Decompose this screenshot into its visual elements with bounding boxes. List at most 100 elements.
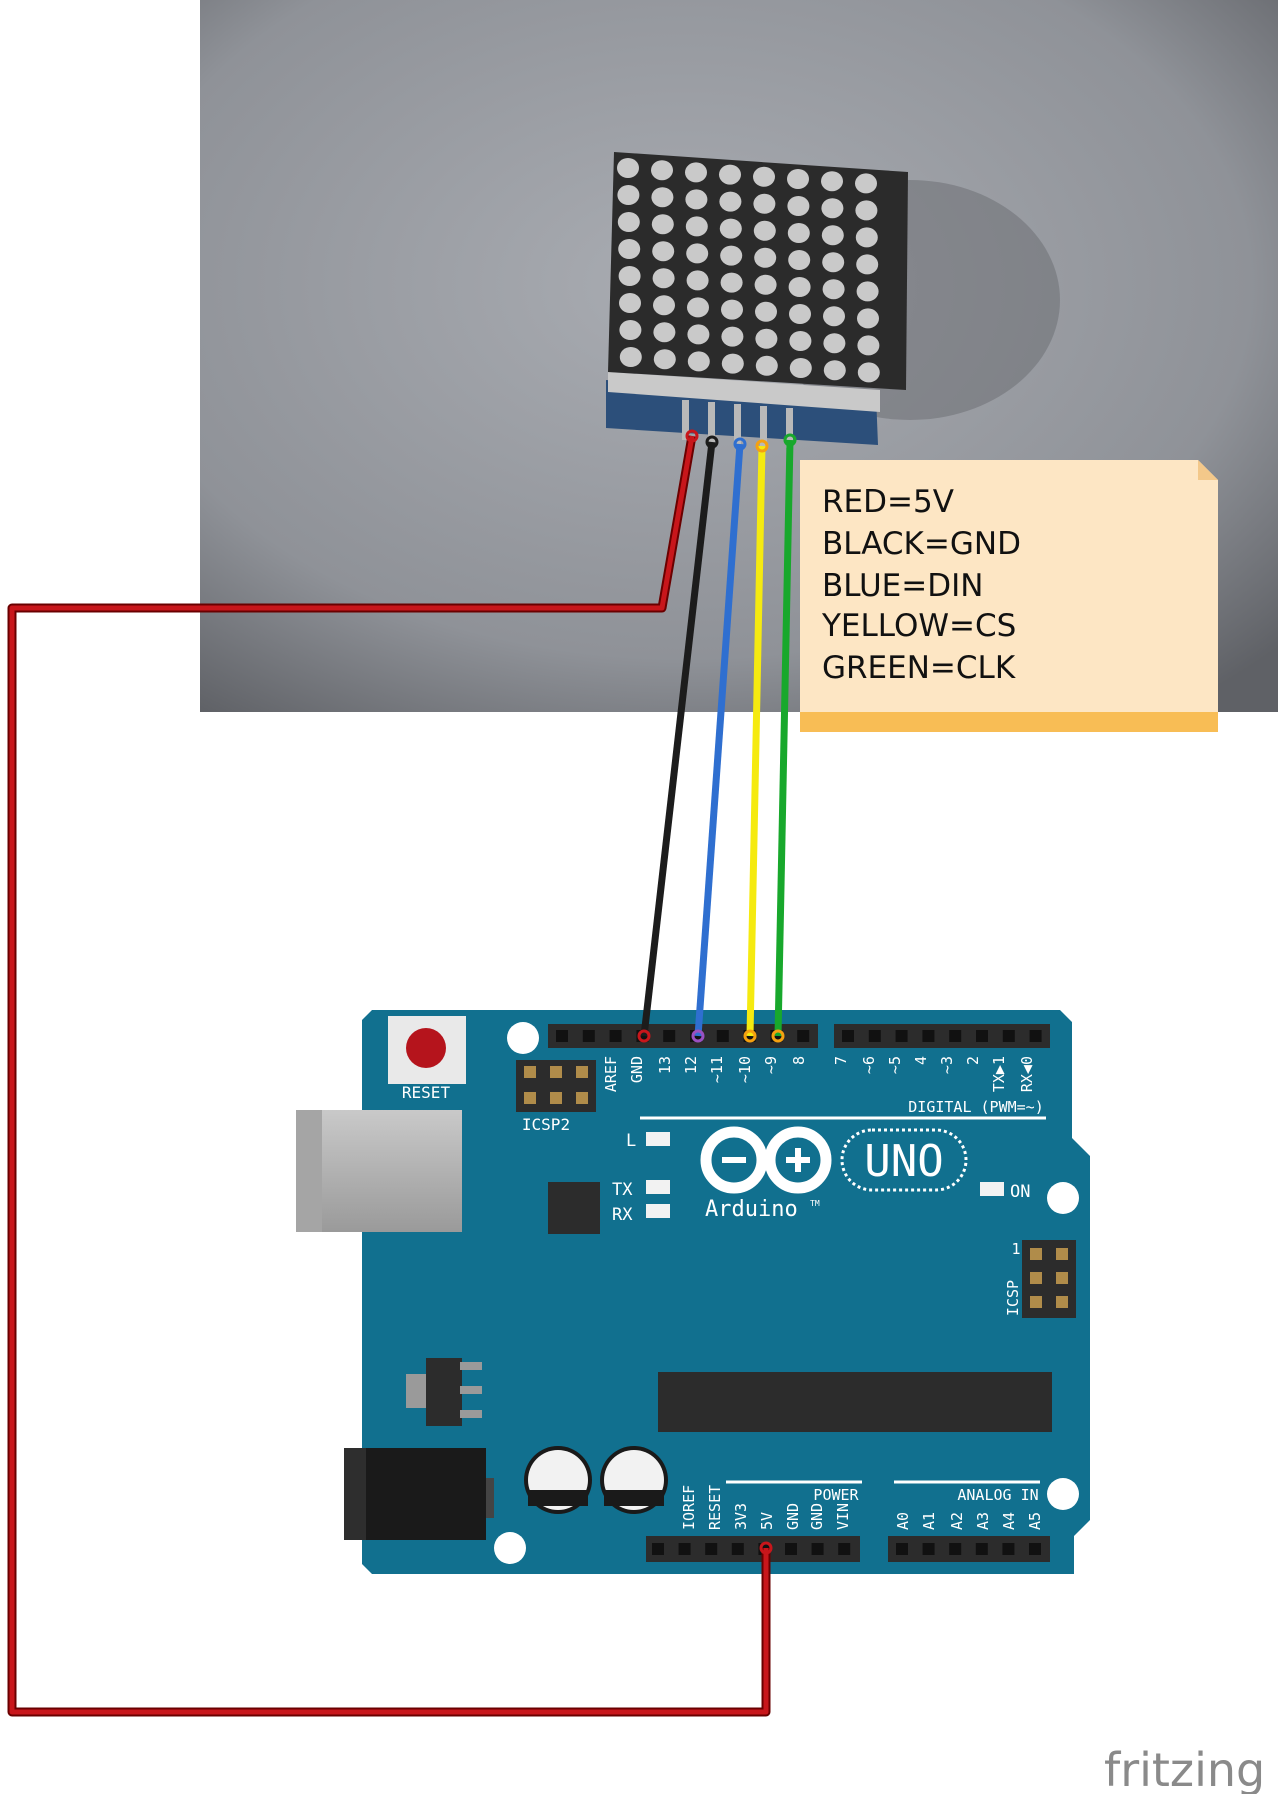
- digital-pin-label: ~10: [736, 1056, 754, 1083]
- microcontroller-chip: [658, 1372, 1052, 1432]
- led-dot: [653, 322, 676, 343]
- icsp2-pin: [550, 1092, 562, 1104]
- led-dot: [753, 193, 776, 214]
- black-wire-gnd: [640, 441, 716, 1037]
- pin-socket[interactable]: [895, 1030, 908, 1042]
- led-tx: [646, 1180, 670, 1194]
- pin-socket[interactable]: [652, 1543, 664, 1555]
- led-dot: [754, 274, 777, 295]
- wire-endpoint: [783, 433, 797, 447]
- digital-pin-label: ~6: [860, 1056, 878, 1074]
- led-dot: [788, 250, 811, 270]
- pin-socket[interactable]: [1002, 1030, 1015, 1042]
- icsp2-label: ICSP2: [522, 1115, 570, 1134]
- power-jack: [344, 1448, 486, 1540]
- led-dot: [755, 355, 778, 376]
- pin-socket[interactable]: [949, 1030, 962, 1042]
- digital-pin-label: 13: [656, 1056, 674, 1074]
- led-dot: [721, 353, 744, 374]
- led-dot: [721, 299, 743, 320]
- led-dot: [789, 304, 811, 324]
- led-dot: [619, 347, 642, 367]
- reset-button[interactable]: [388, 1016, 466, 1084]
- led-dot: [619, 320, 642, 340]
- analog-header: [888, 1536, 1050, 1562]
- trademark-mark: TM: [810, 1199, 820, 1208]
- digital-pin-label: TX▶1: [990, 1056, 1008, 1092]
- led-dot: [787, 196, 810, 216]
- pin-socket[interactable]: [1002, 1543, 1015, 1555]
- led-dot: [755, 328, 778, 349]
- led-dot: [617, 158, 639, 178]
- wire-color-legend-note: RED=5V BLACK=GND BLUE=DIN YELLOW=CS GREE…: [800, 460, 1218, 732]
- pin-socket[interactable]: [838, 1543, 851, 1555]
- led-dot: [855, 173, 877, 194]
- pin-socket[interactable]: [716, 1030, 729, 1042]
- led-tx-label: TX: [612, 1180, 633, 1200]
- icsp2-pin: [576, 1066, 588, 1078]
- pin-socket[interactable]: [556, 1030, 568, 1042]
- pin-socket[interactable]: [922, 1543, 935, 1555]
- usb-chip: [548, 1182, 600, 1234]
- pin-socket[interactable]: [976, 1030, 988, 1042]
- pin-socket[interactable]: [582, 1030, 595, 1042]
- red-wire-5v-core: [9, 435, 769, 1715]
- led-dot-grid: [617, 158, 880, 383]
- digital-pin-label: 4: [912, 1056, 930, 1065]
- led-dot: [823, 333, 846, 354]
- wire-endpoint: [759, 1541, 773, 1555]
- wire-endpoint: [685, 429, 699, 443]
- led-dot: [856, 281, 879, 302]
- wire-endpoint: [743, 1029, 757, 1043]
- pin-socket[interactable]: [705, 1543, 718, 1555]
- pin-socket[interactable]: [731, 1543, 744, 1555]
- pin-socket[interactable]: [811, 1543, 824, 1555]
- icsp-pin: [1030, 1248, 1042, 1260]
- pin-socket[interactable]: [975, 1543, 988, 1555]
- jumper-wires: [7, 429, 797, 1717]
- digital-header-low: [834, 1024, 1050, 1048]
- icsp-pin: [1056, 1296, 1068, 1308]
- led-dot: [652, 241, 675, 262]
- pin-socket[interactable]: [1029, 1030, 1042, 1042]
- pin-socket[interactable]: [663, 1030, 676, 1042]
- mounting-hole: [1047, 1478, 1079, 1510]
- icsp2-pin: [550, 1066, 562, 1078]
- wire-endpoint: [637, 1029, 651, 1043]
- led-dot: [685, 162, 707, 183]
- icsp-label: ICSP: [1004, 1280, 1022, 1316]
- pin-socket[interactable]: [896, 1543, 908, 1555]
- led-dot: [857, 362, 880, 383]
- led-dot: [652, 268, 675, 289]
- pin-socket[interactable]: [678, 1543, 691, 1555]
- led-dot: [719, 218, 742, 239]
- wire-endpoint: [771, 1029, 785, 1043]
- pin-socket[interactable]: [609, 1030, 622, 1042]
- pin-socket[interactable]: [949, 1543, 962, 1555]
- icsp2-pin: [524, 1066, 536, 1078]
- icsp-pins: [1030, 1248, 1068, 1308]
- led-dot: [653, 295, 675, 316]
- led-dot: [787, 223, 810, 243]
- power-pin-label: 3V3: [732, 1503, 750, 1530]
- legend-line-blue: BLUE=DIN: [822, 568, 983, 604]
- led-dot: [823, 306, 845, 327]
- led-l: [646, 1132, 670, 1146]
- digital-pin-label: GND: [628, 1056, 646, 1083]
- analog-pin-label: A5: [1026, 1512, 1044, 1530]
- pin-socket[interactable]: [1029, 1543, 1041, 1555]
- led-dot: [687, 324, 710, 345]
- pin-socket[interactable]: [785, 1543, 797, 1555]
- led-dot: [823, 360, 846, 381]
- pin-socket[interactable]: [922, 1030, 935, 1042]
- icsp2-pin: [576, 1092, 588, 1104]
- digital-header-label: DIGITAL (PWM=~): [908, 1098, 1043, 1116]
- led-dot: [753, 220, 776, 241]
- led-dot: [856, 254, 879, 275]
- pin-socket[interactable]: [797, 1030, 810, 1042]
- uno-model-label: UNO: [864, 1136, 943, 1187]
- mounting-hole: [507, 1022, 539, 1054]
- pin-socket[interactable]: [842, 1030, 854, 1042]
- pin-socket[interactable]: [868, 1030, 881, 1042]
